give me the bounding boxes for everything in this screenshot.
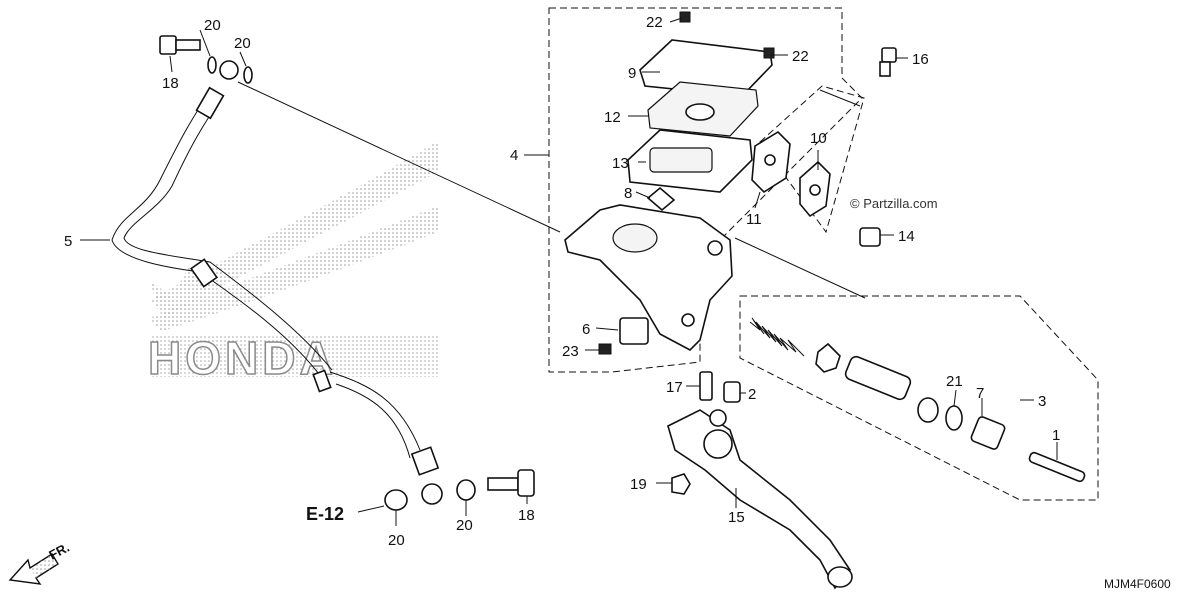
callout-17: 17: [666, 379, 683, 396]
callout-20-upper-right: 20: [234, 35, 251, 52]
callout-9: 9: [628, 65, 636, 82]
boot-7: [970, 416, 1006, 450]
master-cylinder-group-box: [548, 7, 863, 373]
reservoir-leader-line: [734, 237, 866, 299]
washer-upper-left: [207, 56, 217, 74]
callout-19: 19: [630, 476, 647, 493]
callout-1: 1: [1052, 427, 1060, 444]
reservoir-cap: [639, 39, 773, 97]
washer-upper-right: [243, 66, 253, 84]
switch: [619, 317, 649, 345]
callout-22-mid: 22: [792, 48, 809, 65]
watermark-text: © Partzilla.com: [850, 196, 938, 211]
hose-leader-line: [237, 81, 561, 233]
screw-22-mid: [763, 47, 775, 59]
callout-20-upper-left: 20: [204, 17, 221, 34]
circlip-21: [945, 405, 963, 431]
banjo-bolt-upper: [159, 35, 201, 55]
diagram-code: MJM4F0600: [1104, 577, 1171, 591]
banjo-bolt-lower: [487, 469, 535, 497]
clutch-lever: [667, 409, 853, 590]
callout-8: 8: [624, 185, 632, 202]
master-cylinder-body: [564, 204, 733, 351]
callout-22-top: 22: [646, 14, 663, 31]
clutch-hose: [111, 60, 443, 505]
front-direction-arrow: [8, 553, 59, 585]
callout-3: 3: [1038, 393, 1046, 410]
callout-leaders: [80, 17, 1058, 526]
screw-22-top: [679, 11, 691, 23]
cap-14: [859, 227, 881, 247]
piston-cup: [815, 342, 841, 373]
callout-12: 12: [604, 109, 621, 126]
callout-21: 21: [946, 373, 963, 390]
washer-lower-right: [456, 479, 476, 501]
bolt-16: [879, 47, 897, 77]
reservoir-plate: [646, 186, 676, 212]
honda-wing-watermark: [150, 140, 440, 377]
holder-11: [751, 130, 791, 194]
nut-19: [671, 473, 691, 495]
callout-20-lower-right: 20: [456, 517, 473, 534]
callout-13: 13: [612, 155, 629, 172]
screw-23: [598, 343, 612, 355]
pushrod-1: [1028, 451, 1086, 483]
piston: [844, 355, 912, 401]
seal: [917, 397, 939, 423]
callout-11: 11: [746, 211, 762, 228]
callout-14: 14: [898, 228, 915, 245]
honda-watermark-text: HONDA: [148, 332, 337, 384]
callout-6: 6: [582, 321, 590, 338]
diaphragm: [627, 129, 753, 193]
pivot-bolt-17: [699, 371, 713, 401]
callout-10: 10: [810, 130, 827, 147]
callout-4: 4: [510, 147, 518, 164]
piston-group-box: [739, 295, 1099, 501]
washer-lower-left: [384, 489, 408, 511]
callout-16: 16: [912, 51, 929, 68]
callout-15: 15: [728, 509, 745, 526]
callout-5: 5: [64, 233, 72, 250]
callout-20-lower-left: 20: [388, 532, 405, 549]
callout-23: 23: [562, 343, 579, 360]
spring: [749, 317, 805, 357]
holder-10: [799, 160, 831, 218]
callout-18-lower: 18: [518, 507, 535, 524]
callout-7: 7: [976, 385, 984, 402]
bolt-leader-line: [819, 89, 861, 107]
callout-18-upper: 18: [162, 75, 179, 92]
callout-2: 2: [748, 386, 756, 403]
collar-2: [723, 381, 741, 403]
diaphragm-plate: [647, 81, 759, 137]
section-reference: E-12: [306, 504, 344, 524]
